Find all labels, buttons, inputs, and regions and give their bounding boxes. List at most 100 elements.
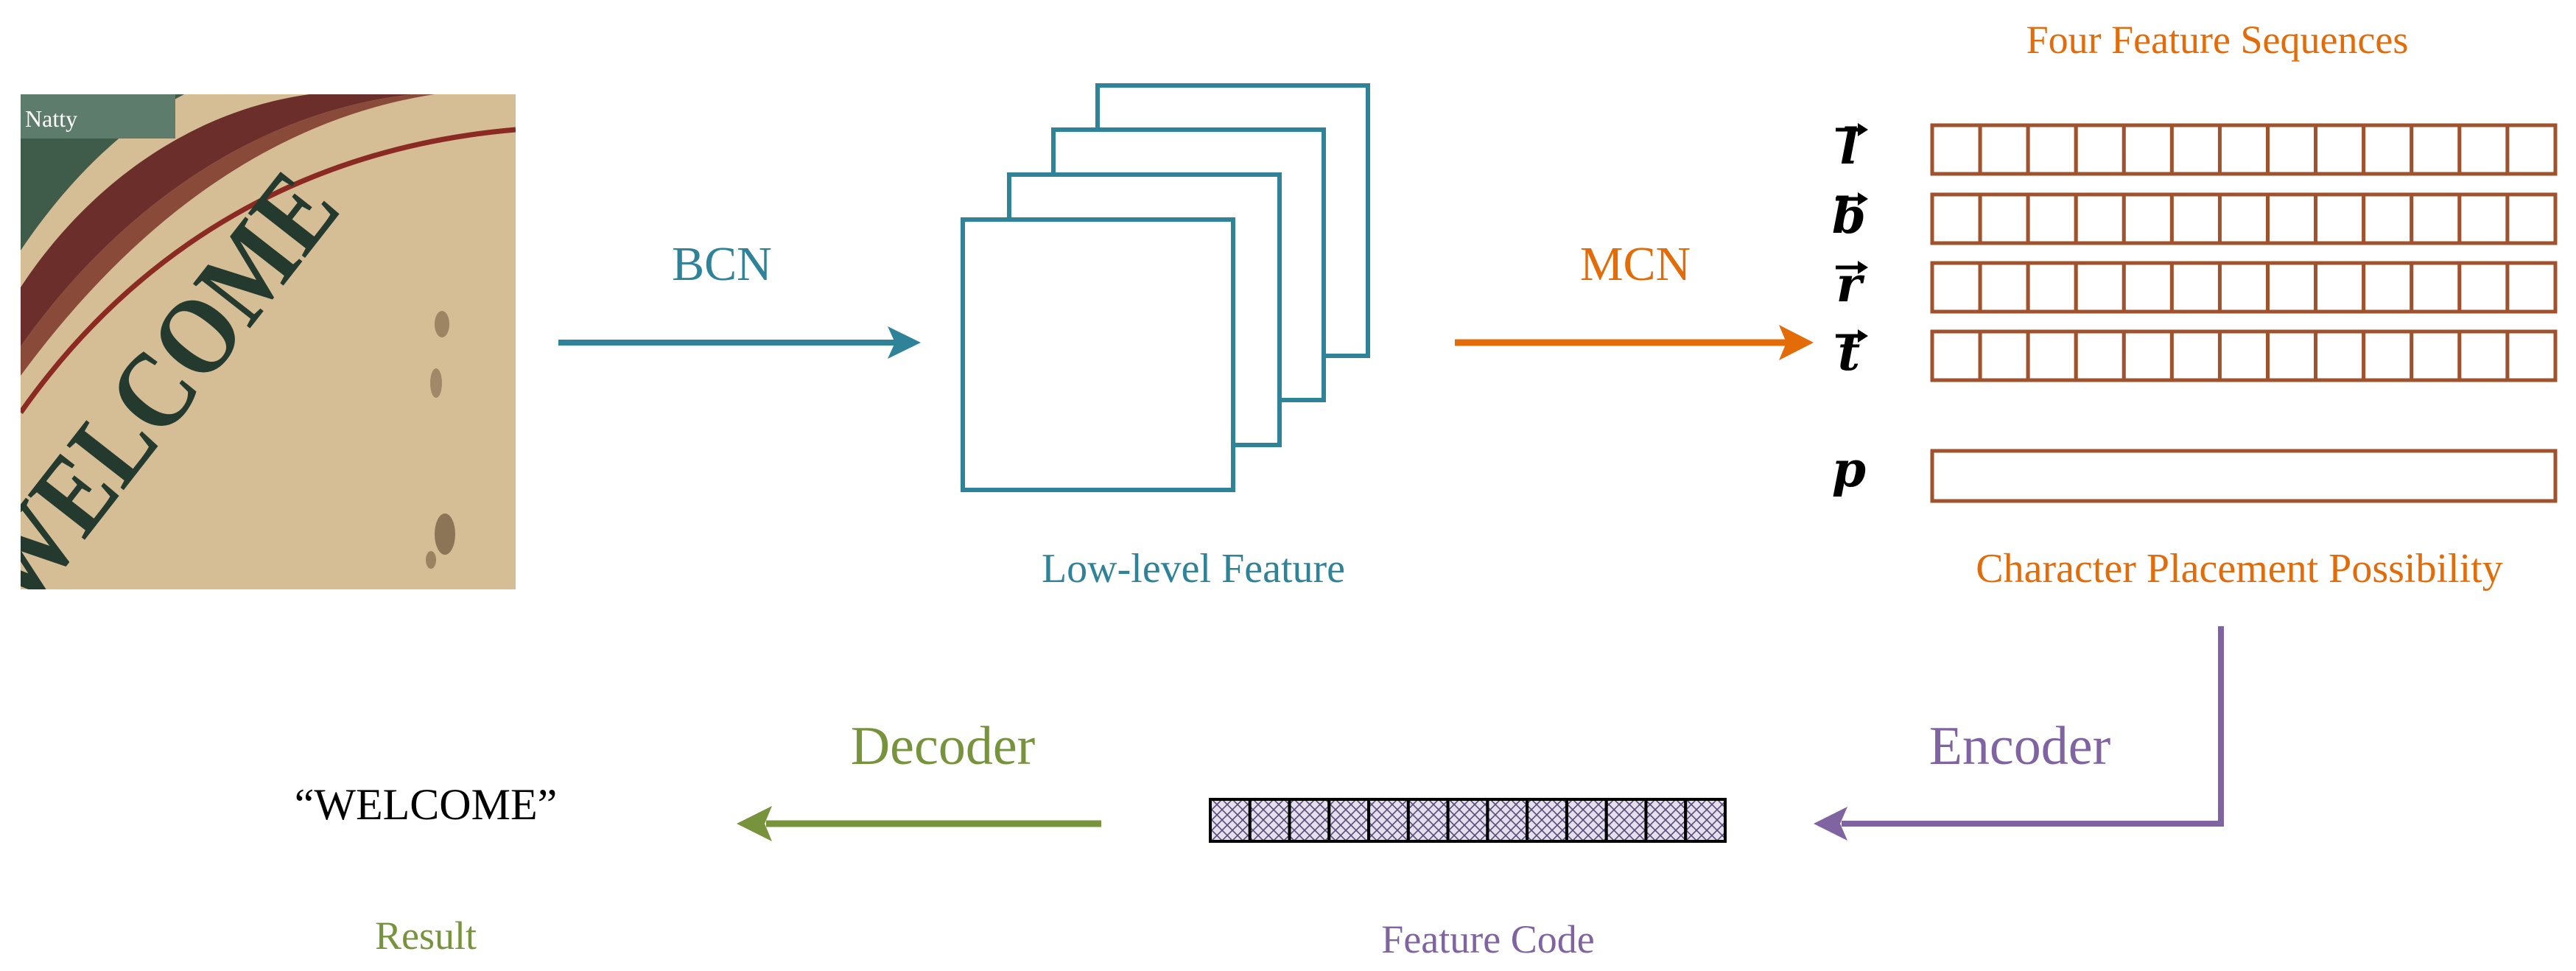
sequence-cell	[2266, 261, 2318, 314]
feature-code-cell	[1526, 798, 1568, 843]
sequence-cell	[2266, 123, 2318, 176]
feature-code-label: Feature Code	[1381, 917, 1594, 961]
sequence-cell	[2266, 329, 2318, 382]
sequence-cell	[1978, 192, 2030, 245]
sequence-cell	[2121, 329, 2174, 382]
sequence-cell	[1978, 261, 2030, 314]
decoder-arrowhead	[737, 806, 772, 841]
mcn-label: MCN	[1580, 237, 1691, 291]
feature-code-cell	[1288, 798, 1331, 843]
sequence-cell	[2410, 261, 2462, 314]
sequence-cell	[2217, 329, 2270, 382]
sequence-cell	[2266, 192, 2318, 245]
sequence-cell	[2121, 123, 2174, 176]
sequence-cell	[2026, 123, 2078, 176]
sequence-cell	[2074, 261, 2126, 314]
feature-code-cell	[1565, 798, 1608, 843]
sequence-row-l	[1930, 123, 2558, 176]
sequence-cell	[2410, 192, 2462, 245]
sequence-cell	[1930, 261, 1982, 314]
vector-arrow-head	[1858, 329, 1868, 343]
sequence-cell	[1978, 123, 2030, 176]
sequence-cell	[2457, 192, 2510, 245]
char-placement-label: Character Placement Possibility	[1976, 546, 2502, 592]
sequence-symbol-l: l	[1836, 118, 1868, 175]
feature-code-cell	[1248, 798, 1291, 843]
low-level-feature-label: Low-level Feature	[1042, 546, 1345, 592]
sequence-cell	[1930, 123, 1982, 176]
sequence-cell	[2410, 123, 2462, 176]
sequence-cell	[2457, 261, 2510, 314]
sequence-cell	[2314, 261, 2366, 314]
sequence-cell	[1930, 329, 1982, 382]
mcn-arrowhead	[1779, 325, 1814, 360]
vector-arrow-head	[1858, 192, 1868, 206]
sequence-cell	[2169, 192, 2222, 245]
sequence-cell	[2026, 329, 2078, 382]
sequence-cell	[2362, 261, 2414, 314]
feature-code-cell	[1446, 798, 1489, 843]
sequence-cell	[2314, 192, 2366, 245]
input-image-small-text: Natty	[25, 105, 77, 132]
bcn-label: BCN	[672, 237, 772, 291]
sequence-cell	[2074, 329, 2126, 382]
sequence-cell	[2505, 123, 2558, 176]
encoder-label: Encoder	[1929, 716, 2111, 777]
sequence-cell	[2457, 123, 2510, 176]
sequence-cell	[1978, 329, 2030, 382]
feature-sequences	[1930, 123, 2558, 382]
result-value: “WELCOME”	[295, 780, 558, 829]
decoder-label: Decoder	[851, 716, 1036, 777]
sequence-row-r	[1930, 261, 2558, 314]
sequence-row-b	[1930, 192, 2558, 245]
sequence-cell	[2026, 261, 2078, 314]
sequence-cell	[2169, 329, 2222, 382]
feature-code-cell	[1684, 798, 1727, 843]
sequence-cell	[2074, 123, 2126, 176]
sequence-cell	[2505, 261, 2558, 314]
sequence-cell	[2026, 192, 2078, 245]
sequence-symbol-t: t	[1836, 324, 1868, 382]
sequence-cell	[2410, 329, 2462, 382]
feature-code-cell	[1644, 798, 1688, 843]
encoder-arrowhead	[1814, 807, 1847, 841]
sequence-cell	[2169, 261, 2222, 314]
vector-arrow-head	[1858, 123, 1868, 136]
placement-possibility-bar	[1930, 449, 2558, 503]
sequence-symbol-letter: t	[1838, 324, 1861, 382]
sequence-cell	[2217, 123, 2270, 176]
sequence-cell	[2457, 329, 2510, 382]
bcn-arrowhead	[888, 326, 921, 359]
sequence-cell	[2169, 123, 2222, 176]
feature-code-cell	[1604, 798, 1648, 843]
sequence-cell	[2362, 329, 2414, 382]
input-image: Natty WELCOME	[21, 94, 516, 589]
sequence-cell	[2217, 192, 2270, 245]
sequence-cell	[2362, 192, 2414, 245]
sequence-cell	[2121, 192, 2174, 245]
feature-code-cell	[1327, 798, 1371, 843]
sequence-row-t	[1930, 329, 2558, 382]
sequence-cell	[2505, 192, 2558, 245]
sequence-cell	[2314, 123, 2366, 176]
feature-code	[1209, 798, 1727, 843]
sequence-symbol-letter: l	[1839, 118, 1858, 175]
vector-arrow-head	[1858, 261, 1868, 274]
feature-code-cell	[1406, 798, 1450, 843]
placement-symbol: p	[1832, 441, 1866, 498]
sequence-cell	[2314, 329, 2366, 382]
result-label: Result	[375, 914, 477, 958]
sequence-cell	[2217, 261, 2270, 314]
sequence-cell	[2074, 192, 2126, 245]
feature-map-1	[961, 217, 1235, 492]
sequence-symbol-b: b	[1832, 187, 1868, 245]
sequence-symbol-r: r	[1836, 256, 1868, 313]
feature-code-cell	[1486, 798, 1529, 843]
sequence-cell	[2505, 329, 2558, 382]
feature-code-cell	[1209, 798, 1252, 843]
four-feature-sequences-label: Four Feature Sequences	[2026, 18, 2409, 62]
feature-code-cell	[1367, 798, 1410, 843]
sequence-cell	[2121, 261, 2174, 314]
